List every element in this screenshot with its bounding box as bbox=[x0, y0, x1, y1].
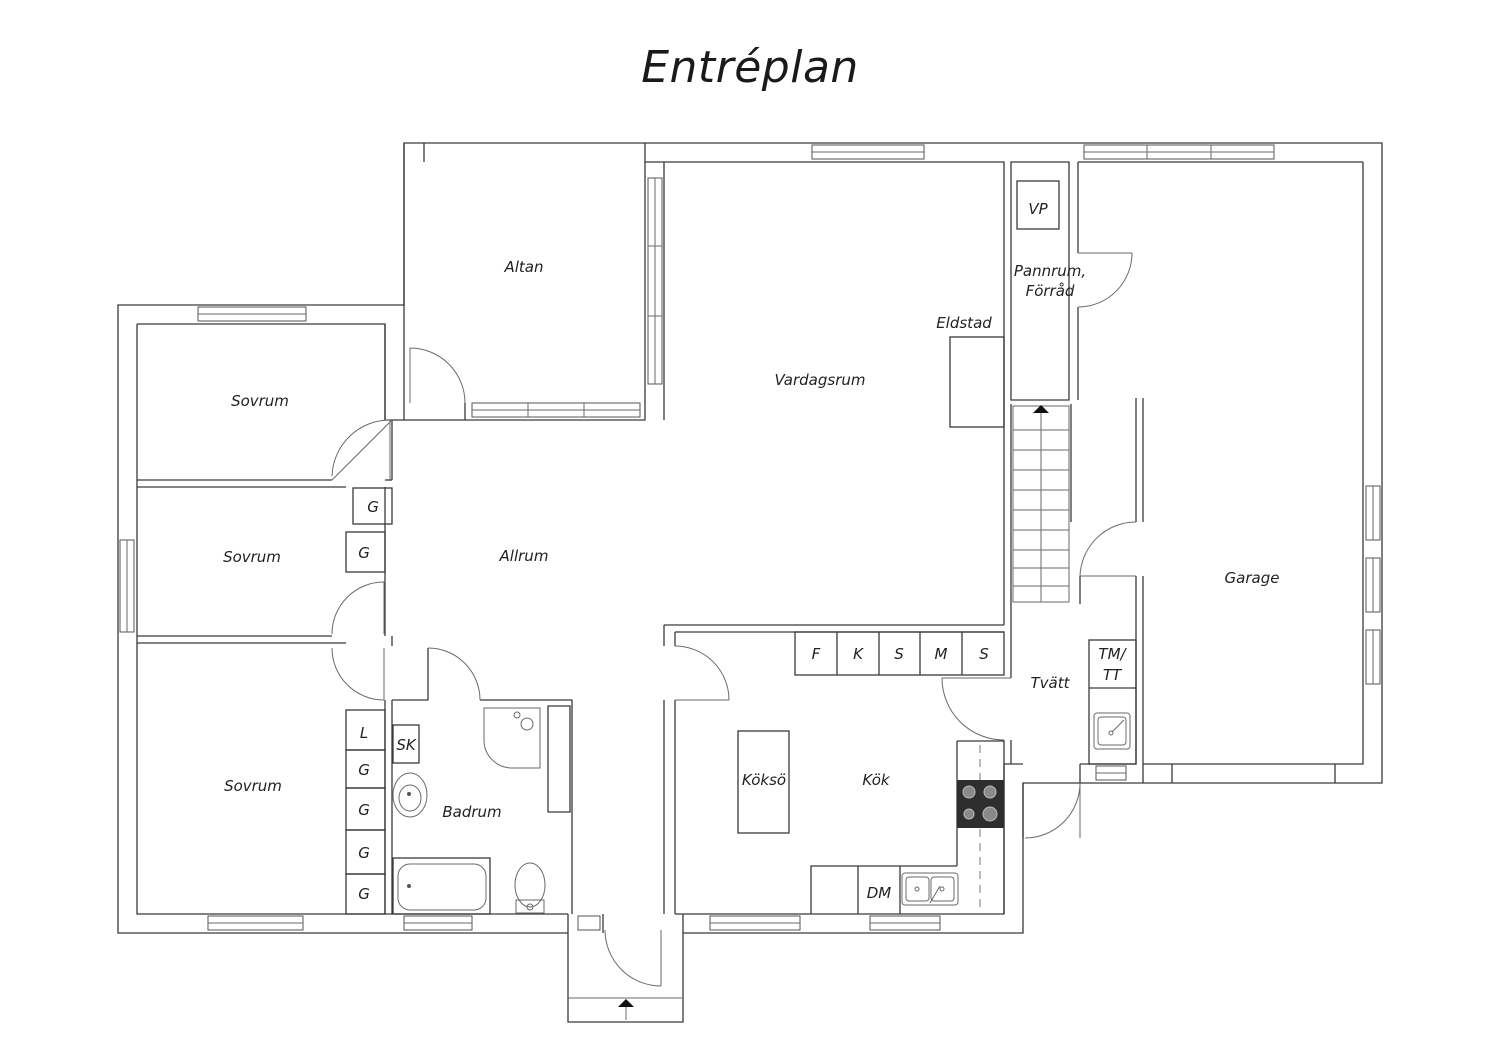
outer-walls bbox=[117, 142, 1383, 1023]
room-labels: Altan Vardagsrum Eldstad Pannrum, Förråd… bbox=[223, 200, 1279, 902]
room-label-sovrum-3: Sovrum bbox=[224, 777, 282, 795]
room-label-sovrum-2: Sovrum bbox=[223, 548, 281, 566]
room-label-pannrum: Pannrum, bbox=[1014, 262, 1086, 280]
kitchen-unit-label: F bbox=[812, 645, 821, 663]
interior-walls bbox=[137, 324, 1336, 933]
page-title: Entréplan bbox=[641, 42, 859, 93]
stair-arrow-icon bbox=[1033, 405, 1049, 413]
closet-label: G bbox=[358, 761, 370, 779]
closet-labels: G G L G G G G bbox=[358, 498, 379, 903]
room-label-sovrum-1: Sovrum bbox=[231, 392, 289, 410]
kitchen-unit-label: S bbox=[979, 645, 989, 663]
room-label-forrad: Förråd bbox=[1026, 282, 1075, 300]
kitchen-unit-labels: F K S M S bbox=[812, 645, 990, 663]
label-vp: VP bbox=[1028, 200, 1048, 218]
room-label-altan: Altan bbox=[503, 258, 543, 276]
fixtures bbox=[345, 180, 1137, 915]
room-label-garage: Garage bbox=[1225, 569, 1280, 587]
label-dm: DM bbox=[867, 884, 892, 902]
room-label-badrum: Badrum bbox=[442, 803, 501, 821]
staircase bbox=[1012, 405, 1070, 603]
closet-label: L bbox=[360, 724, 368, 742]
windows bbox=[119, 144, 1381, 931]
kitchen-unit-label: M bbox=[935, 645, 948, 663]
closet-label: G bbox=[358, 544, 370, 562]
doors bbox=[331, 252, 1137, 999]
label-tm: TM/ bbox=[1098, 645, 1127, 663]
room-label-tvatt: Tvätt bbox=[1031, 674, 1071, 692]
label-kokso: Köksö bbox=[742, 771, 786, 789]
label-eldstad: Eldstad bbox=[936, 314, 992, 332]
room-label-allrum: Allrum bbox=[499, 547, 549, 565]
room-label-kok: Kök bbox=[862, 771, 890, 789]
label-tt: TT bbox=[1103, 666, 1123, 684]
closet-label: G bbox=[358, 844, 370, 862]
kitchen-unit-label: S bbox=[894, 645, 904, 663]
kitchen-unit-label: K bbox=[853, 645, 864, 663]
entrance-arrow-icon bbox=[618, 999, 634, 1007]
label-sk: SK bbox=[396, 736, 417, 754]
closet-label: G bbox=[367, 498, 379, 516]
closet-label: G bbox=[358, 801, 370, 819]
closet-label: G bbox=[358, 885, 370, 903]
room-label-vardagsrum: Vardagsrum bbox=[775, 371, 866, 389]
